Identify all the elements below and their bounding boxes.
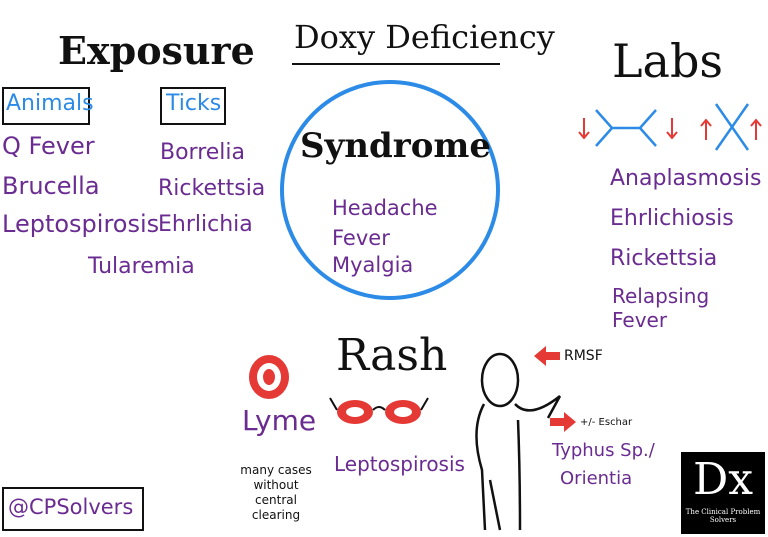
syndrome-item: Headache [332,196,438,220]
ticks-item: Ehrlichia [158,212,253,237]
lab-arrow-up-1 [700,118,712,140]
logo-mark: Dx [692,454,754,505]
rmsf-arrow-icon [534,346,560,366]
animals-item: Q Fever [2,132,95,160]
lyme-note-line: without central [253,478,299,507]
typhus-label: Typhus Sp./ [552,440,655,461]
leptospirosis-rash-label: Leptospirosis [334,452,465,476]
labs-heading: Labs [612,34,724,88]
lab-arrow-down-2 [666,118,678,140]
animals-box [2,87,90,125]
rmsf-label: RMSF [564,348,603,364]
ticks-box [160,87,226,125]
eschar-arrow-icon [550,412,576,432]
lyme-label: Lyme [242,404,317,437]
eschar-label: +/- Eschar [580,417,633,428]
syndrome-heading: Syndrome [300,126,492,166]
lab-sketch-right [714,103,750,151]
logo-caption: The Clinical Problem Solvers [685,508,761,524]
lyme-note-line: many cases [240,463,312,477]
animals-item: Brucella [2,172,100,200]
lab-sketch-left [595,109,657,147]
body-figure-icon [475,352,562,531]
labs-item: Ehrlichiosis [610,206,734,231]
animals-item: Leptospirosis [2,210,160,238]
labs-item: Anaplasmosis [610,166,762,191]
handle-box [2,487,144,531]
tularemia-label: Tularemia [88,254,195,279]
ticks-item: Rickettsia [158,176,266,201]
dx-logo: Dx The Clinical Problem Solvers [681,452,765,534]
handle-link[interactable]: @CPSolvers [8,495,134,519]
syndrome-item: Myalgia [332,253,414,277]
page-title: Doxy Deficiency [294,18,555,56]
lab-arrow-down-1 [578,118,590,140]
lab-arrow-up-2 [750,118,762,140]
rash-heading: Rash [336,330,448,381]
lyme-target-icon [249,355,289,399]
exposure-heading: Exposure [58,28,255,73]
labs-item: Rickettsia [610,246,718,271]
ticks-label: Ticks [166,91,222,116]
syndrome-item: Fever [332,226,390,250]
glasses-rash-icon [329,397,429,424]
labs-item: Relapsing Fever [612,284,710,332]
lyme-note-line: clearing [251,508,301,522]
ticks-item: Borrelia [160,140,246,165]
syndrome-circle [280,80,500,300]
animals-label: Animals [6,91,94,116]
orientia-label: Orientia [560,468,633,489]
lyme-note: many cases without central clearing [234,463,318,523]
